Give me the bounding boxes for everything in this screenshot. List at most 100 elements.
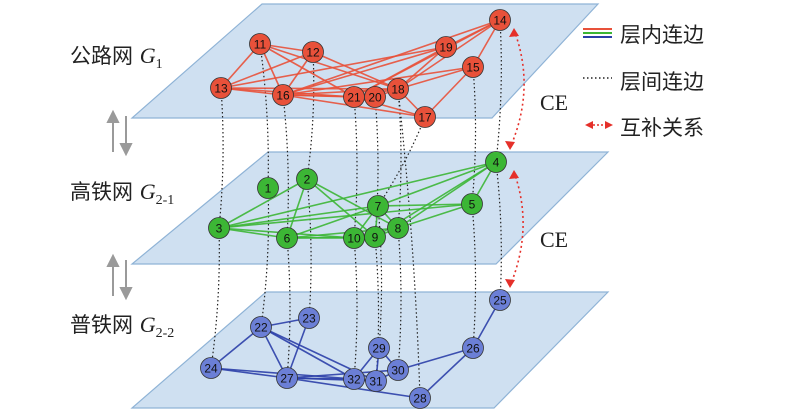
- arrow-head-up-2: [106, 253, 120, 267]
- inter-edge-4-25: [495, 161, 502, 301]
- legend-complement-label: 互补关系: [620, 116, 704, 140]
- intra-edge-3-6: [218, 227, 288, 239]
- intra-edge-8-5: [397, 203, 473, 229]
- node-24: [200, 357, 222, 379]
- intra-edge-16-15: [282, 66, 474, 96]
- node-label-21: 21: [347, 91, 361, 105]
- inter-edge-15-5: [471, 66, 477, 205]
- intra-edge-3-4: [218, 161, 497, 229]
- node-8: [387, 217, 409, 239]
- hsr-layer-subscript: 2-1: [155, 193, 175, 209]
- legend-inter-label: 层间连边: [620, 70, 704, 94]
- node-label-27: 27: [280, 372, 294, 386]
- intra-edge-7-4: [377, 161, 497, 207]
- node-label-23: 23: [302, 312, 316, 326]
- node-15: [462, 56, 484, 78]
- arrow-head-up-1: [106, 109, 120, 123]
- intra-edge-2-8: [306, 178, 399, 229]
- intra-edge-3-2: [218, 178, 308, 229]
- node-6: [276, 227, 298, 249]
- node-label-26: 26: [466, 342, 480, 356]
- node-label-31: 31: [369, 375, 383, 389]
- hsr-intra-edges: [218, 161, 497, 239]
- complement-arrow-upper-head-top: [509, 28, 519, 37]
- node-13: [210, 77, 232, 99]
- network-nodes: 1234567891011121314151617181920212223242…: [200, 9, 511, 409]
- node-11: [249, 33, 271, 55]
- node-7: [367, 195, 389, 217]
- node-label-12: 12: [306, 46, 320, 60]
- node-label-2: 2: [304, 173, 311, 187]
- node-label-5: 5: [469, 198, 476, 212]
- node-label-20: 20: [368, 91, 382, 105]
- inter-edge-11-1: [259, 43, 269, 189]
- normal-layer-label: 普铁网 G2-2: [70, 309, 174, 342]
- node-label-1: 1: [265, 182, 272, 196]
- inter-edge-21-10: [353, 96, 358, 239]
- intra-edge-3-7: [218, 205, 379, 229]
- hsr-layer-label: 高铁网 G2-1: [70, 176, 174, 209]
- node-label-28: 28: [413, 392, 427, 406]
- intra-edge-6-7: [286, 205, 379, 239]
- node-22: [250, 316, 272, 338]
- inter-edge-18-28: [397, 88, 421, 399]
- intra-edge-7-5: [377, 203, 473, 207]
- node-4: [485, 151, 507, 173]
- inter-edge-10-32: [353, 237, 358, 380]
- node-label-24: 24: [204, 362, 218, 376]
- layer-arrows: [106, 109, 133, 301]
- legend-complement-arrow: [585, 121, 613, 129]
- node-2: [296, 168, 318, 190]
- node-25: [489, 289, 511, 311]
- intra-edge-11-21: [259, 43, 355, 98]
- node-label-4: 4: [493, 156, 500, 170]
- node-26: [462, 337, 484, 359]
- node-23: [298, 307, 320, 329]
- node-12: [302, 41, 324, 63]
- inter-edge-12-2: [306, 51, 315, 180]
- node-label-10: 10: [347, 232, 361, 246]
- ce-label-lower: CE: [540, 227, 569, 252]
- intra-edge-30-26: [397, 347, 474, 371]
- intra-edge-11-18: [259, 43, 399, 90]
- complement-arrow-lower-head-bottom: [505, 279, 515, 288]
- node-label-16: 16: [276, 89, 290, 103]
- node-label-14: 14: [493, 14, 507, 28]
- legend-intra-lines: [583, 28, 612, 38]
- complement-arrows: [505, 28, 525, 288]
- node-label-7: 7: [375, 200, 382, 214]
- node-17: [414, 106, 436, 128]
- node-19: [435, 36, 457, 58]
- intra-edge-3-5: [218, 203, 473, 229]
- arrow-head-down-1: [119, 143, 133, 157]
- inter-edge-13-3: [218, 87, 224, 229]
- node-label-30: 30: [391, 364, 405, 378]
- intra-edge-18-15: [397, 66, 474, 90]
- intra-edge-17-15: [424, 66, 474, 118]
- arrow-head-down-2: [119, 287, 133, 301]
- node-label-9: 9: [372, 231, 379, 245]
- normal-layer-symbol: G: [139, 312, 156, 337]
- legend-arrow-right-head: [605, 121, 613, 129]
- node-29: [368, 337, 390, 359]
- node-label-11: 11: [254, 38, 267, 52]
- inter-edge-3-24: [210, 227, 220, 369]
- node-label-13: 13: [214, 82, 228, 96]
- node-label-3: 3: [216, 222, 223, 236]
- intra-edge-26-28: [419, 347, 474, 399]
- hsr-layer-symbol: G: [139, 179, 156, 204]
- node-label-22: 22: [254, 321, 268, 335]
- intra-edge-13-12: [220, 51, 314, 89]
- intra-edge-16-19: [282, 46, 447, 96]
- complement-arrow-upper-head-bottom: [505, 141, 515, 150]
- node-10: [343, 227, 365, 249]
- node-3: [208, 217, 230, 239]
- node-18: [387, 78, 409, 100]
- node-label-25: 25: [493, 294, 507, 308]
- complement-arrow-upper-curve: [509, 29, 525, 149]
- node-label-32: 32: [347, 373, 361, 387]
- ce-label-upper: CE: [540, 90, 569, 115]
- inter-edge-5-26: [471, 203, 477, 349]
- intra-edge-2-9: [306, 178, 376, 238]
